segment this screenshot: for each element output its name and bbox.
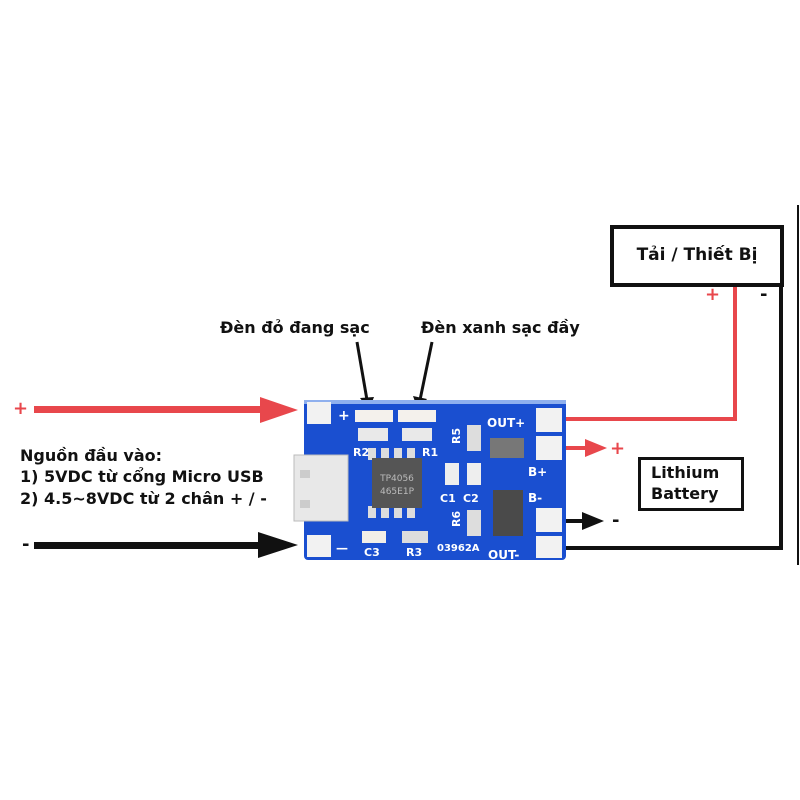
pad-b-minus [536, 508, 562, 532]
battery-label-line1: Lithium [651, 463, 720, 482]
silk-minus: — [336, 541, 348, 555]
silk-b-plus: B+ [528, 465, 547, 479]
chip-marking-2: 465E1P [380, 487, 415, 497]
green-led [398, 410, 436, 422]
input-minus-sign: - [22, 534, 30, 555]
battery-negative-arrow [545, 512, 604, 530]
tp4056-charger-board: TP4056 465E1P + — R2 R1 C3 R3 C1 C2 R5 R… [293, 400, 566, 562]
pad-b-plus [536, 436, 562, 460]
load-plus-sign: + [705, 284, 721, 305]
red-led [355, 410, 393, 422]
input-source-line2: 2) 4.5~8VDC từ 2 chân + / - [20, 489, 267, 508]
out-negative-wire [550, 287, 783, 550]
right-edge-line [797, 205, 799, 565]
silk-out-minus: OUT- [488, 548, 519, 562]
input-plus-sign: + [13, 398, 29, 419]
silk-c1: C1 [440, 492, 456, 505]
micro-usb-port [293, 454, 349, 522]
pad-input-plus [307, 402, 331, 424]
silk-r2: R2 [353, 446, 369, 459]
silk-c2: C2 [463, 492, 479, 505]
silk-r5: R5 [450, 428, 463, 444]
silk-r6: R6 [450, 511, 463, 527]
silk-out-plus: OUT+ [487, 416, 525, 430]
battery-plus-sign: + [610, 438, 626, 459]
silk-b-minus: B- [528, 491, 542, 505]
silk-r3: R3 [406, 546, 422, 559]
silk-r1: R1 [422, 446, 438, 459]
load-minus-sign: - [760, 284, 768, 305]
battery-minus-sign: - [612, 510, 620, 531]
pad-out-minus [536, 536, 562, 558]
silk-plus: + [338, 408, 350, 424]
input-positive-arrow [34, 397, 298, 423]
chip-marking-1: TP4056 [379, 474, 414, 484]
input-negative-arrow [34, 532, 298, 558]
green-led-pointer [413, 341, 434, 410]
battery-positive-arrow [545, 439, 607, 457]
input-source-title: Nguồn đầu vào: [20, 446, 163, 465]
battery-label-line2: Battery [651, 484, 719, 503]
load-device-box: Tải / Thiết Bị [610, 225, 784, 287]
pad-input-minus [307, 535, 331, 557]
pad-out-plus [536, 408, 562, 432]
out-positive-wire [548, 287, 737, 421]
input-source-line1: 1) 5VDC từ cổng Micro USB [20, 467, 264, 486]
green-led-label: Đèn xanh sạc đầy [421, 318, 580, 337]
red-led-pointer [355, 341, 374, 410]
silk-c3: C3 [364, 546, 380, 559]
silk-board-code: 03962A [437, 543, 480, 554]
lithium-battery-box: Lithium Battery [638, 457, 744, 511]
tp4056-chip: TP4056 465E1P [368, 448, 422, 518]
red-led-label: Đèn đỏ đang sạc [220, 318, 370, 337]
load-device-label: Tải / Thiết Bị [636, 245, 758, 265]
